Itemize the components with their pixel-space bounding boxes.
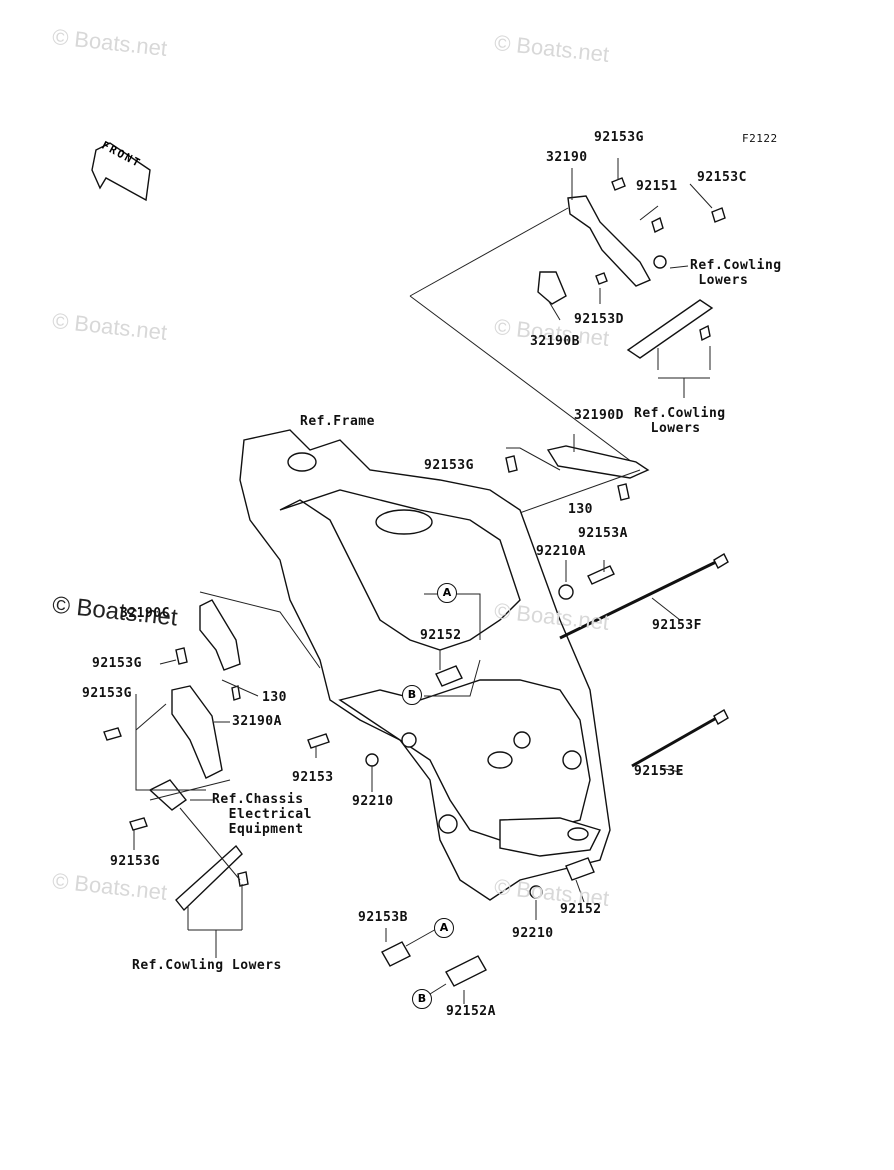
callout-92153g-top: 92153G bbox=[594, 130, 644, 145]
marker-a: A bbox=[434, 918, 454, 938]
callout-92152-low: 92152 bbox=[560, 902, 602, 917]
callout-92210-low: 92210 bbox=[512, 926, 554, 941]
callout-92151: 92151 bbox=[636, 179, 678, 194]
upper-bracket-assembly bbox=[537, 177, 726, 359]
callout-92153f: 92153F bbox=[652, 618, 702, 633]
mid-parts bbox=[307, 560, 615, 920]
callout-92153: 92153 bbox=[292, 770, 334, 785]
callout-32190: 32190 bbox=[546, 150, 588, 165]
lower-parts bbox=[381, 927, 487, 1004]
main-frame bbox=[239, 429, 611, 901]
callout-ref-cowling-3: Ref.Cowling Lowers bbox=[132, 958, 282, 973]
left-brackets bbox=[103, 591, 321, 958]
callout-92153e: 92153E bbox=[634, 764, 684, 779]
marker-a: A bbox=[437, 583, 457, 603]
long-bolts bbox=[559, 553, 729, 773]
callout-ref-cowling-1: Ref.Cowling Lowers bbox=[690, 258, 782, 288]
callout-92153d: 92153D bbox=[574, 312, 624, 327]
callout-ref-chassis: Ref.Chassis Electrical Equipment bbox=[212, 792, 312, 837]
callout-92153c: 92153C bbox=[697, 170, 747, 185]
callout-92153g-mid: 92153G bbox=[424, 458, 474, 473]
callout-92153b: 92153B bbox=[358, 910, 408, 925]
callout-32190b: 32190B bbox=[530, 334, 580, 349]
callout-92153a: 92153A bbox=[578, 526, 628, 541]
callout-92152a: 92152A bbox=[446, 1004, 496, 1019]
marker-b: B bbox=[402, 685, 422, 705]
callout-92152-mid: 92152 bbox=[420, 628, 462, 643]
callout-ref-frame: Ref.Frame bbox=[300, 414, 375, 429]
callout-92210-mid: 92210 bbox=[352, 794, 394, 809]
callout-92153g-left2: 92153G bbox=[82, 686, 132, 701]
callout-130-top: 130 bbox=[568, 502, 593, 517]
callout-ref-cowling-2: Ref.Cowling Lowers bbox=[634, 406, 726, 436]
callout-92153g-low: 92153G bbox=[110, 854, 160, 869]
callout-32190d: 32190D bbox=[574, 408, 624, 423]
callout-32190a: 32190A bbox=[232, 714, 282, 729]
callout-92153g-left1: 92153G bbox=[92, 656, 142, 671]
figure-code: F2122 bbox=[742, 132, 778, 145]
callout-32190c: 32190C bbox=[120, 606, 170, 621]
leader-lines-upper bbox=[409, 158, 713, 469]
marker-b: B bbox=[412, 989, 432, 1009]
front-arrow-icon bbox=[91, 142, 151, 202]
callout-130-left: 130 bbox=[262, 690, 287, 705]
callout-92210a: 92210A bbox=[536, 544, 586, 559]
bracket-32190d bbox=[499, 434, 650, 521]
